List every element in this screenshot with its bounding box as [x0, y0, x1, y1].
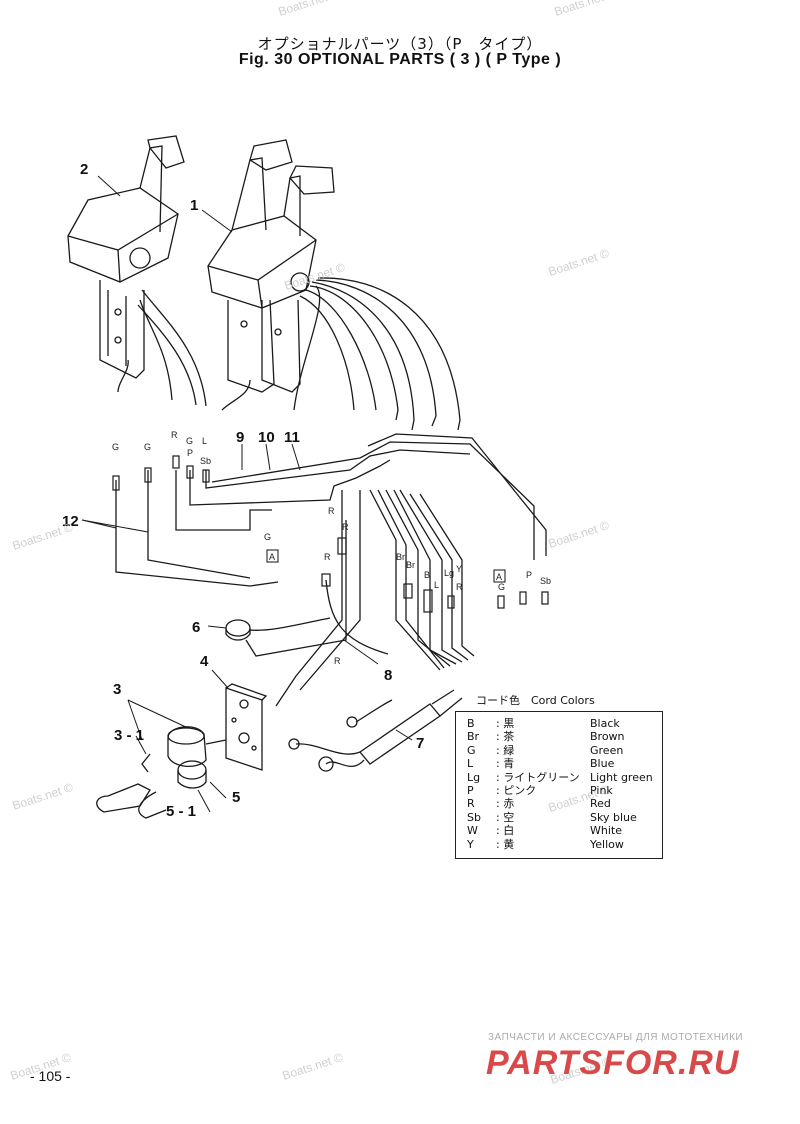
watermarks: Boats.net © Boats.net © Boats.net © Boat… — [9, 0, 617, 1087]
svg-text:G: G — [144, 442, 151, 452]
cord-colors-header: コード色 Cord Colors — [476, 694, 595, 707]
svg-text:Y: Y — [456, 564, 462, 574]
connector-tag-a: A A — [266, 549, 506, 583]
part-label-4: 4 — [200, 653, 209, 670]
part-label-12: 12 — [62, 513, 79, 530]
svg-text:L: L — [202, 436, 207, 446]
svg-text:P: P — [526, 570, 532, 580]
svg-text:R: R — [171, 430, 178, 440]
svg-text:Boats.net ©: Boats.net © — [281, 1050, 345, 1083]
svg-text:P: P — [187, 448, 193, 458]
site-logo: PARTSFOR.RU — [486, 1044, 740, 1082]
svg-text:Br: Br — [406, 560, 415, 570]
svg-text:G: G — [112, 442, 119, 452]
extension-harness — [288, 689, 463, 772]
svg-text:G: G — [498, 582, 505, 592]
figure-title: Fig. 30 OPTIONAL PARTS ( 3 ) ( P Type ) — [238, 51, 562, 68]
part-label-7: 7 — [416, 735, 424, 752]
part-label-3: 3 — [113, 681, 121, 698]
svg-text:Boats.net ©: Boats.net © — [553, 0, 617, 19]
svg-text:R: R — [324, 552, 331, 562]
buzzer — [225, 617, 331, 641]
leader-lines — [81, 175, 413, 813]
wire-color-labels: G G R G P L Sb Br Br B L Lg Y R G P Sb R… — [112, 430, 551, 666]
svg-text:B: B — [424, 570, 430, 580]
svg-text:Boats.net ©: Boats.net © — [11, 780, 75, 813]
svg-text:Boats.net ©: Boats.net © — [547, 518, 611, 551]
title-japanese: オプショナルパーツ（3）（P タイプ） — [257, 35, 543, 53]
part-label-9: 9 — [236, 429, 244, 446]
svg-text:Sb: Sb — [200, 456, 211, 466]
svg-text:Boats.net ©: Boats.net © — [283, 260, 347, 293]
svg-text:R: R — [328, 506, 335, 516]
svg-text:R: R — [334, 656, 341, 666]
remote-control-box-dual — [207, 139, 461, 431]
part-label-1: 1 — [190, 197, 198, 214]
svg-text:R: R — [342, 522, 349, 532]
part-label-6: 6 — [192, 619, 200, 636]
svg-text:G: G — [186, 436, 193, 446]
switch-panel — [225, 683, 268, 771]
part-label-3-1: 3 - 1 — [114, 727, 144, 744]
svg-text:R: R — [456, 582, 463, 592]
part-label-5-1: 5 - 1 — [166, 803, 196, 820]
part-label-11: 11 — [284, 429, 300, 446]
part-label-2: 2 — [80, 161, 88, 178]
main-switch — [141, 726, 227, 773]
wire-harness-main — [115, 433, 547, 707]
svg-text:Br: Br — [396, 552, 405, 562]
site-tagline-watermark: ЗАПЧАСТИ И АКСЕССУАРЫ ДЛЯ МОТОТЕХНИКИ — [488, 1032, 744, 1043]
remote-control-box-single — [67, 135, 207, 407]
svg-text:A: A — [269, 552, 275, 562]
part-label-5: 5 — [232, 789, 240, 806]
page-number: - 105 - — [30, 1068, 71, 1084]
svg-text:G: G — [264, 532, 271, 542]
svg-text:Sb: Sb — [540, 576, 551, 586]
stop-switch — [138, 760, 207, 819]
svg-text:Boats.net ©: Boats.net © — [547, 246, 611, 279]
connectors — [112, 455, 549, 613]
part-label-10: 10 — [258, 429, 275, 446]
svg-text:A: A — [496, 572, 502, 582]
svg-text:Lg: Lg — [444, 568, 454, 578]
svg-text:L: L — [434, 580, 439, 590]
svg-text:Boats.net ©: Boats.net © — [11, 520, 75, 553]
svg-text:Boats.net ©: Boats.net © — [277, 0, 341, 19]
part-label-8: 8 — [384, 667, 392, 684]
ignition-key — [96, 783, 151, 813]
